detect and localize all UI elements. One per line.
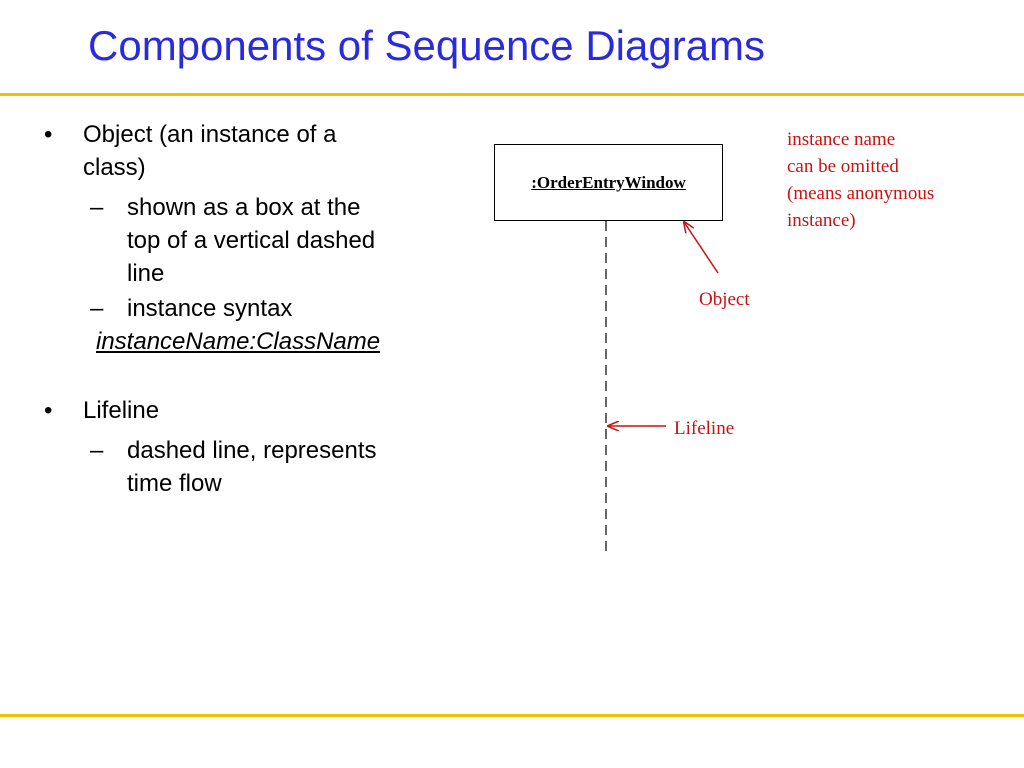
bullet-lifeline-text: Lifeline: [83, 397, 160, 424]
sub-bullet-instance-syntax: – instance syntax: [40, 292, 450, 325]
sub-bullet-line1: shown as a box at the: [127, 194, 361, 221]
lifeline-label: Lifeline: [674, 418, 735, 439]
bullet-list: • Object (an instance of a class) – show…: [40, 118, 450, 500]
bullet-lifeline: • Lifeline: [40, 394, 450, 427]
instance-syntax-example: instanceName:ClassName: [96, 328, 381, 355]
instance-name-note: instance name can be omitted (means anon…: [787, 126, 934, 234]
bullet-object-line1: Object (an instance of a: [83, 121, 337, 148]
note-line: instance name: [787, 129, 896, 150]
note-line: (means anonymous: [787, 183, 935, 204]
sub-bullet-text: instance syntax: [127, 295, 293, 322]
bullet-marker: •: [44, 397, 53, 424]
sub-bullet-marker: –: [90, 437, 104, 464]
object-box: :OrderEntryWindow: [494, 144, 723, 221]
sub-bullet-dashed-line: – dashed line, represents time flow: [40, 434, 450, 500]
top-accent-rule: [0, 93, 1024, 96]
slide-title: Components of Sequence Diagrams: [88, 22, 766, 69]
object-label: Object: [699, 289, 750, 310]
sub-bullet-line3: line: [127, 260, 165, 287]
bottom-accent-rule: [0, 714, 1024, 717]
bullet-marker: •: [44, 121, 53, 148]
bullet-object-line2: class): [83, 154, 146, 181]
bullet-object: • Object (an instance of a class): [40, 118, 450, 184]
sub-bullet-shown-as-box: – shown as a box at the top of a vertica…: [40, 191, 450, 290]
sub-bullet-line2: top of a vertical dashed: [127, 227, 376, 254]
note-line: instance): [787, 210, 856, 231]
sub-bullet-line2: time flow: [127, 470, 222, 497]
sub-bullet-line1: dashed line, represents: [127, 437, 377, 464]
object-pointer-arrow: [684, 222, 719, 274]
sub-bullet-marker: –: [90, 295, 104, 322]
note-line: can be omitted: [787, 156, 899, 177]
object-name: :OrderEntryWindow: [531, 172, 686, 192]
sub-bullet-marker: –: [90, 194, 104, 221]
